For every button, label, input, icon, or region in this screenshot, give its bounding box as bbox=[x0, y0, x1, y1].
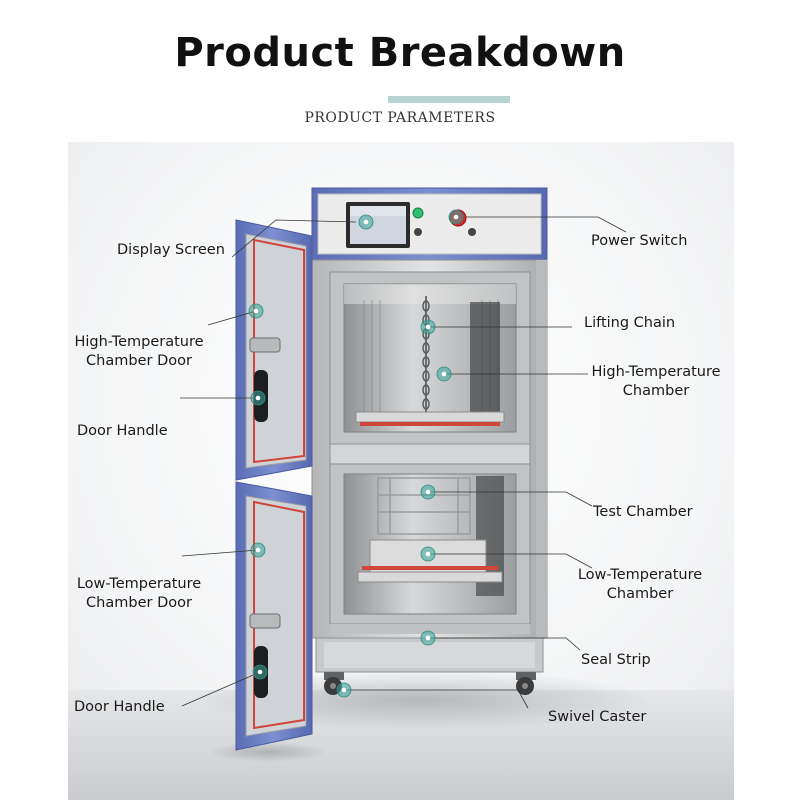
label-low-temp-chamber-door-line2: Chamber Door bbox=[86, 595, 192, 611]
label-low-temp-chamber-line1: Low-Temperature bbox=[577, 567, 703, 583]
label-high-temp-chamber-door: High-Temperature Chamber Door bbox=[74, 333, 203, 371]
label-test-chamber: Test Chamber bbox=[593, 504, 693, 520]
label-swivel-caster: Swivel Caster bbox=[548, 709, 647, 725]
label-low-temp-chamber-door: Low-Temperature Chamber Door bbox=[77, 575, 201, 613]
label-door-handle-lower: Door Handle bbox=[74, 699, 165, 715]
label-door-handle-upper: Door Handle bbox=[77, 423, 168, 439]
product-illustration bbox=[68, 142, 734, 800]
label-high-temp-chamber-line1: High-Temperature bbox=[591, 364, 721, 380]
label-seal-strip: Seal Strip bbox=[581, 652, 651, 668]
label-low-temp-chamber-line2: Chamber bbox=[606, 586, 674, 602]
label-high-temp-chamber-door-line1: High-Temperature bbox=[74, 334, 204, 350]
label-high-temp-chamber: High-Temperature Chamber bbox=[591, 363, 720, 401]
label-high-temp-chamber-door-line2: Chamber Door bbox=[86, 353, 192, 369]
label-lifting-chain: Lifting Chain bbox=[584, 315, 676, 331]
label-display-screen: Display Screen bbox=[117, 242, 225, 258]
page-subtitle: PRODUCT PARAMETERS bbox=[304, 110, 496, 126]
label-high-temp-chamber-line2: Chamber bbox=[622, 383, 690, 399]
title-accent-bar bbox=[388, 96, 510, 103]
label-power-switch: Power Switch bbox=[591, 233, 688, 249]
label-low-temp-chamber: Low-Temperature Chamber bbox=[578, 566, 702, 604]
page-title: Product Breakdown bbox=[174, 30, 626, 76]
label-low-temp-chamber-door-line1: Low-Temperature bbox=[76, 576, 202, 592]
